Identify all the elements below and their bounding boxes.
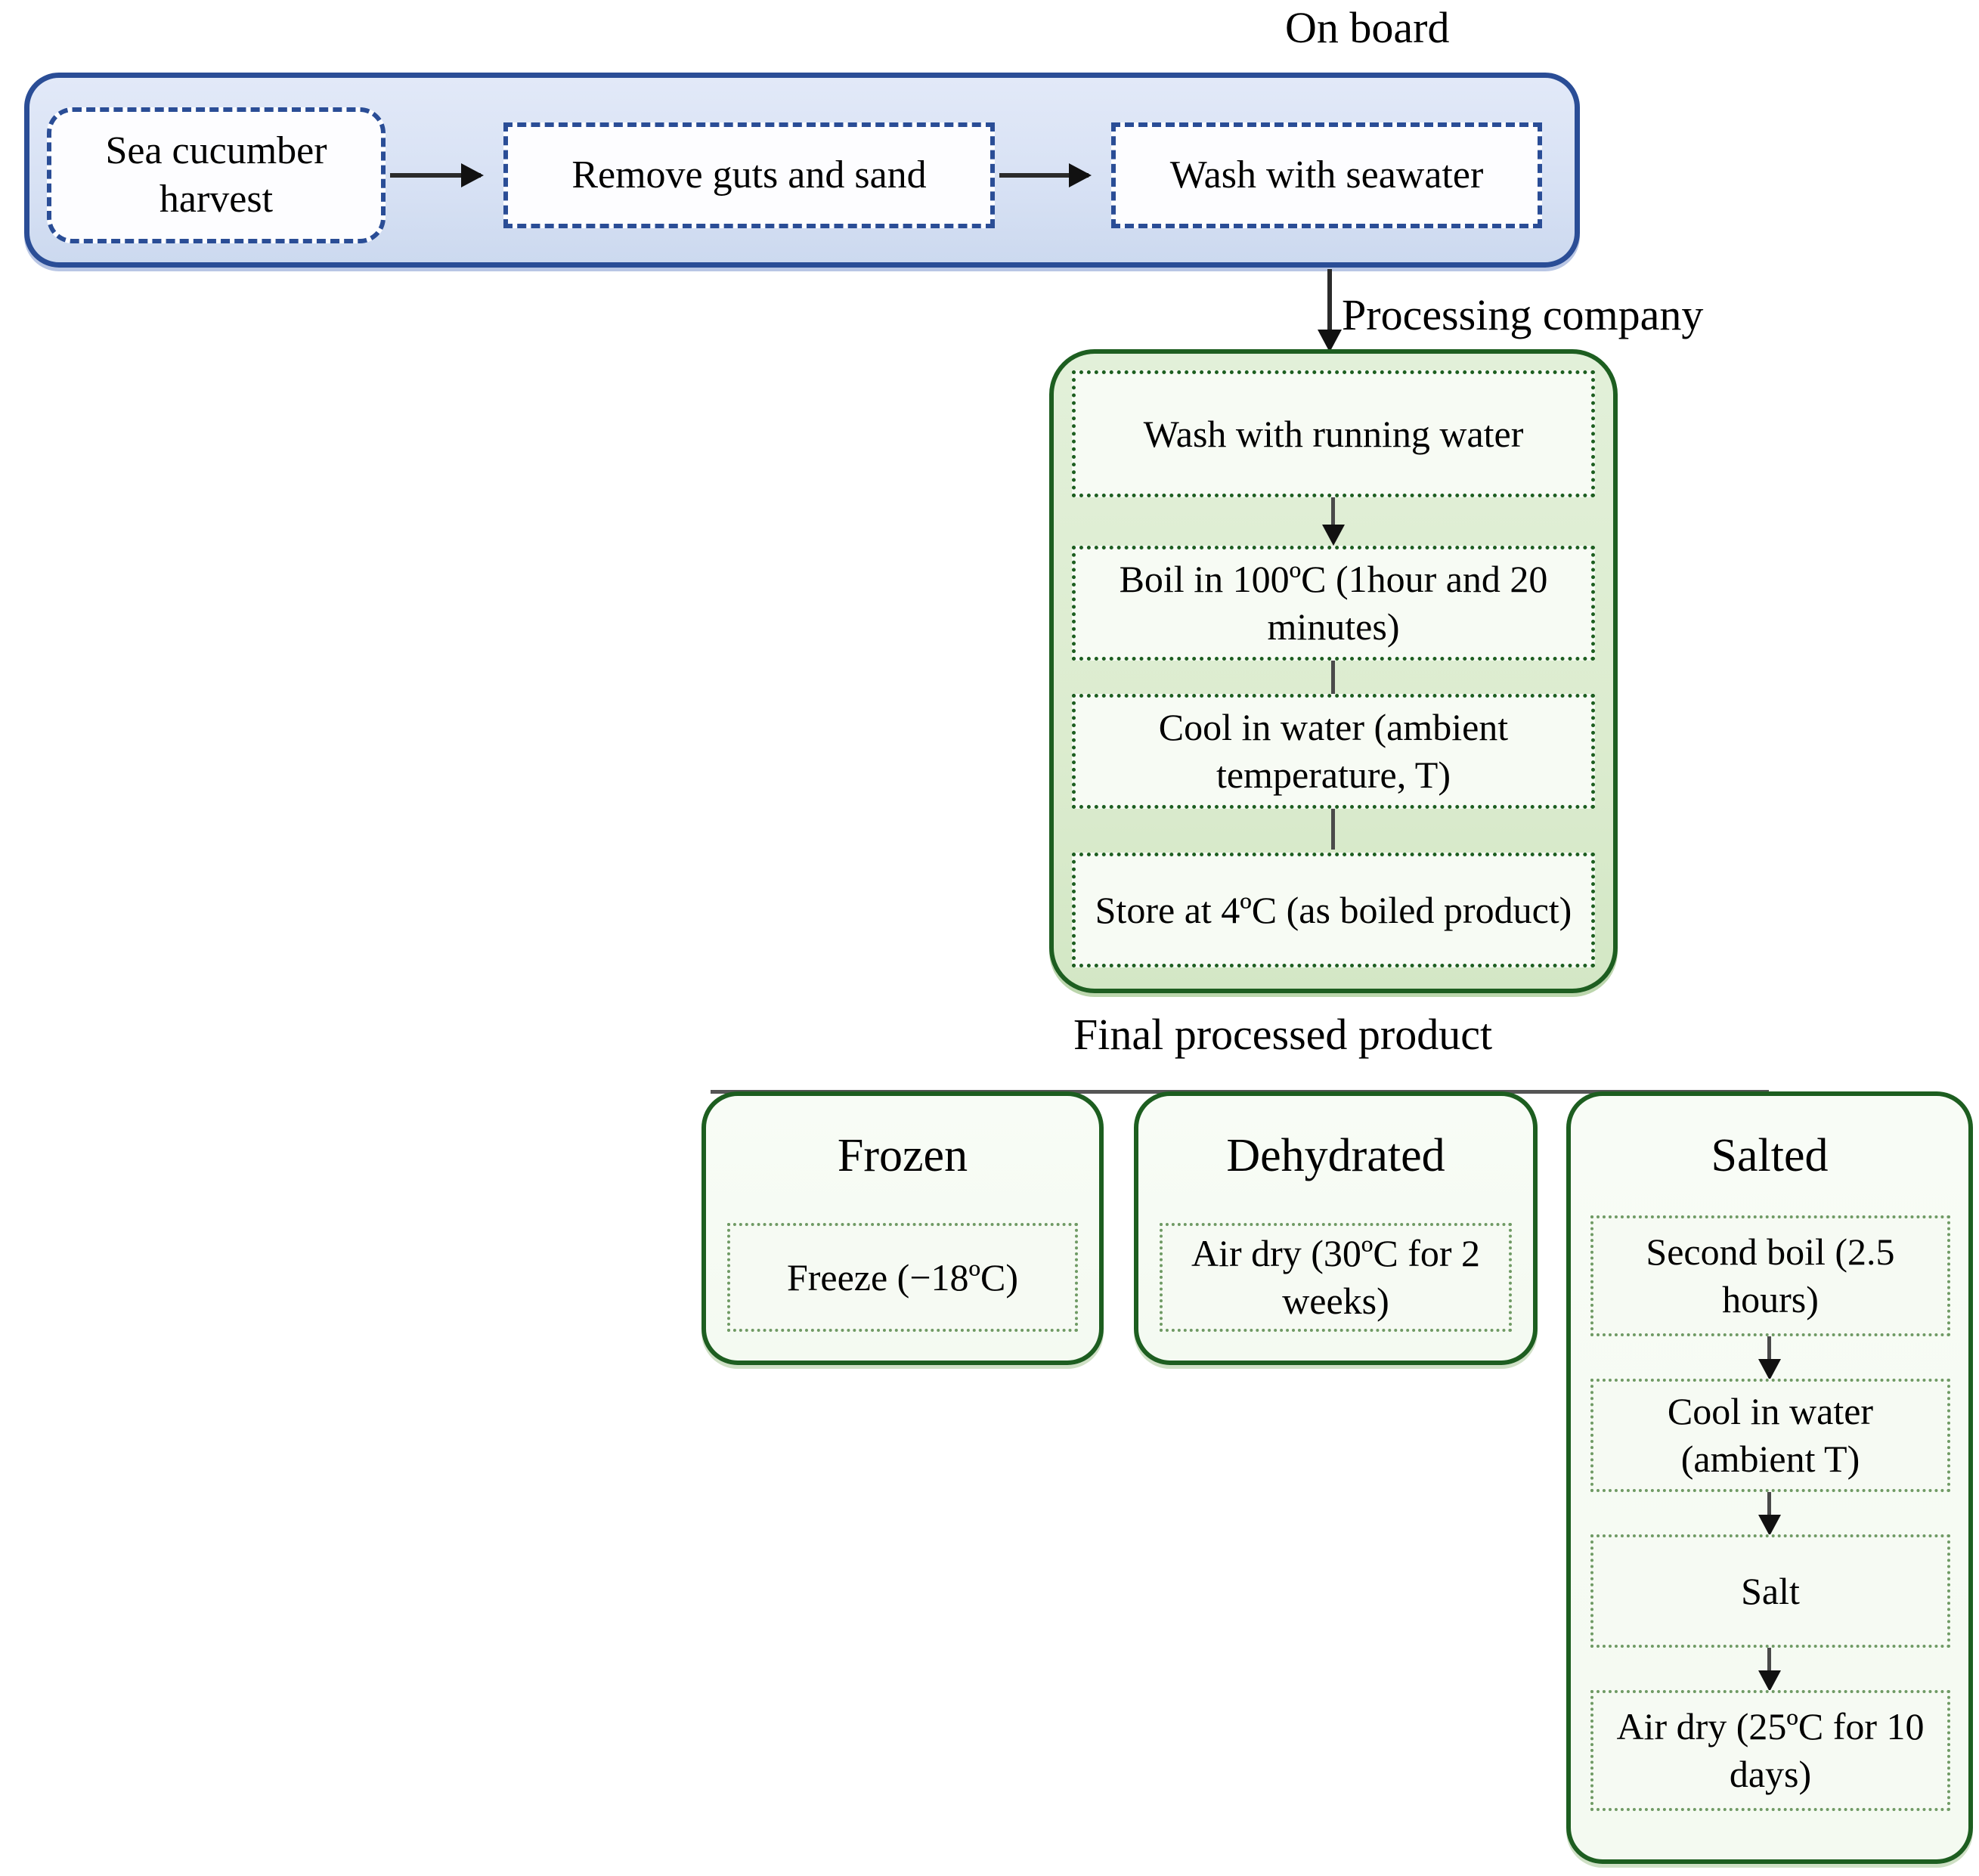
step-remove-guts-and-sand[interactable]: Remove guts and sand [503,122,995,228]
product-title-salted: Salted [1711,1130,1829,1181]
step-sea-cucumber-harvest[interactable]: Sea cucumber harvest [47,107,386,243]
section-caption-on-board: On board [1285,3,1450,52]
step-cool-in-water-ambient[interactable]: Cool in water (ambient T) [1590,1379,1950,1492]
step-wash-with-running-water[interactable]: Wash with running water [1072,370,1595,497]
step-air-dry-30c[interactable]: Air dry (30ºC for 2 weeks) [1160,1223,1512,1332]
arrow-salt-to-air-dry [1758,1648,1781,1692]
step-store-at-4c[interactable]: Store at 4ºC (as boiled product) [1072,853,1595,967]
step-salt[interactable]: Salt [1590,1534,1950,1648]
arrow-cool-to-salt [1758,1492,1781,1536]
connector-boil-to-cool [1331,661,1335,694]
arrow-onboard-to-processing [1318,269,1342,352]
step-second-boil[interactable]: Second boil (2.5 hours) [1590,1215,1950,1336]
connector-cool-to-store [1331,809,1335,850]
arrow-harvest-to-guts [390,163,484,187]
step-freeze-minus18c[interactable]: Freeze (−18ºC) [727,1223,1078,1332]
product-title-frozen: Frozen [837,1130,968,1181]
arrow-wash-to-boil [1322,497,1345,546]
step-boil-100c[interactable]: Boil in 100ºC (1hour and 20 minutes) [1072,546,1595,661]
step-air-dry-25c[interactable]: Air dry (25ºC for 10 days) [1590,1690,1950,1811]
section-caption-processing-company: Processing company [1342,290,1704,339]
section-caption-final-processed-product: Final processed product [1073,1010,1493,1059]
product-title-dehydrated: Dehydrated [1226,1130,1445,1181]
arrow-second-boil-to-cool [1758,1336,1781,1380]
step-cool-in-water[interactable]: Cool in water (ambient temperature, T) [1072,694,1595,809]
step-wash-with-seawater[interactable]: Wash with seawater [1111,122,1542,228]
arrow-guts-to-seawater [999,163,1092,187]
